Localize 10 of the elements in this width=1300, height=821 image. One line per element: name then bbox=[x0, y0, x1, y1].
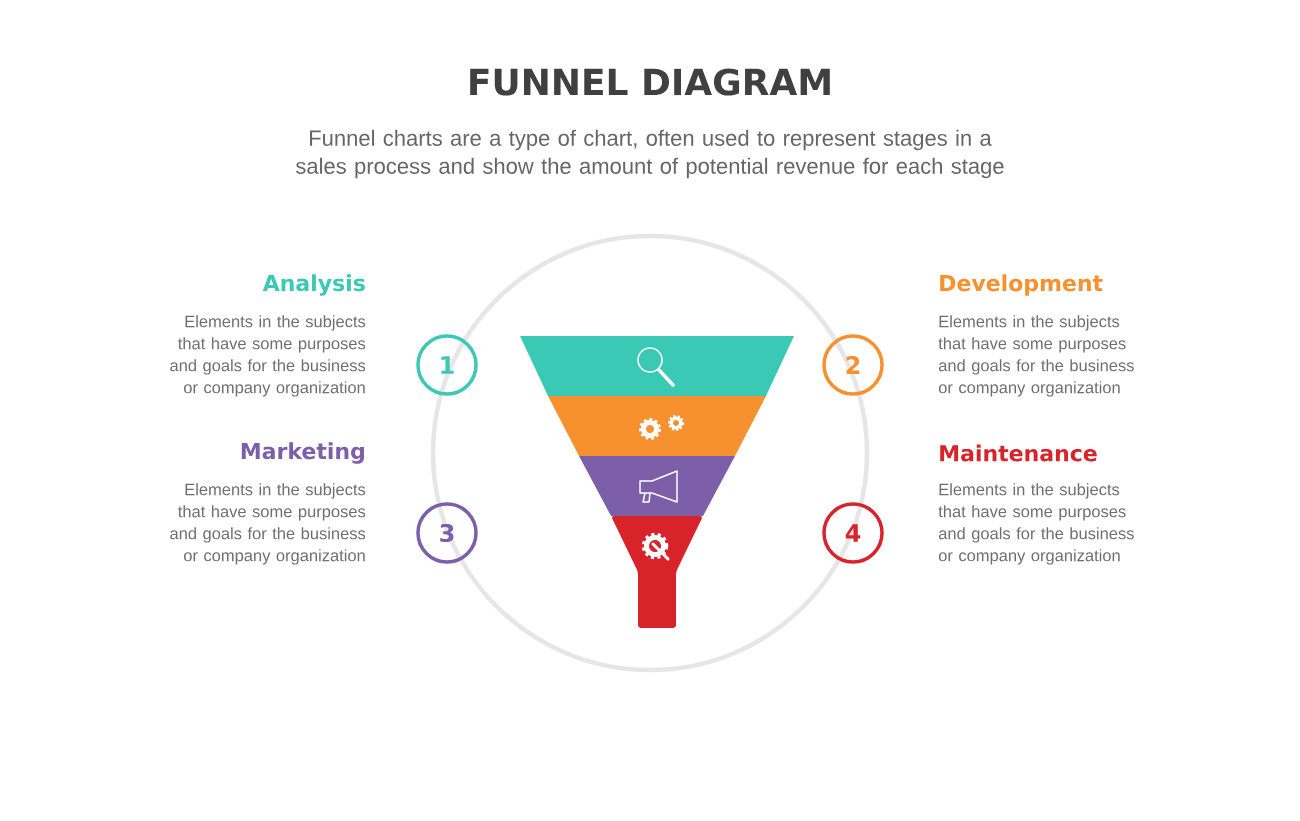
stage-heading: Marketing bbox=[241, 442, 364, 464]
stage-description: Elements in the subjects that have some purposes and goals for the business or company organization bbox=[938, 483, 1134, 565]
stage-heading: Analysis bbox=[262, 274, 365, 296]
stage-description: Elements in the subjects that have some purposes and goals for the business or company organization bbox=[170, 483, 366, 565]
stage-heading: Maintenance bbox=[940, 444, 1097, 462]
stage-heading: Development bbox=[940, 274, 1103, 296]
stage-description: Elements in the subjects that have some purposes and goals for the business or company organization bbox=[938, 315, 1134, 397]
stage-description: Elements in the subjects that have some purposes and goals for the business or company organization bbox=[170, 315, 366, 397]
title: FUNNEL DIAGRAM bbox=[470, 68, 830, 96]
subtitle: Funnel charts are a type of chart, often used to represent stages in a sales process and show the amount of potential revenue for each stage bbox=[295, 129, 1004, 179]
